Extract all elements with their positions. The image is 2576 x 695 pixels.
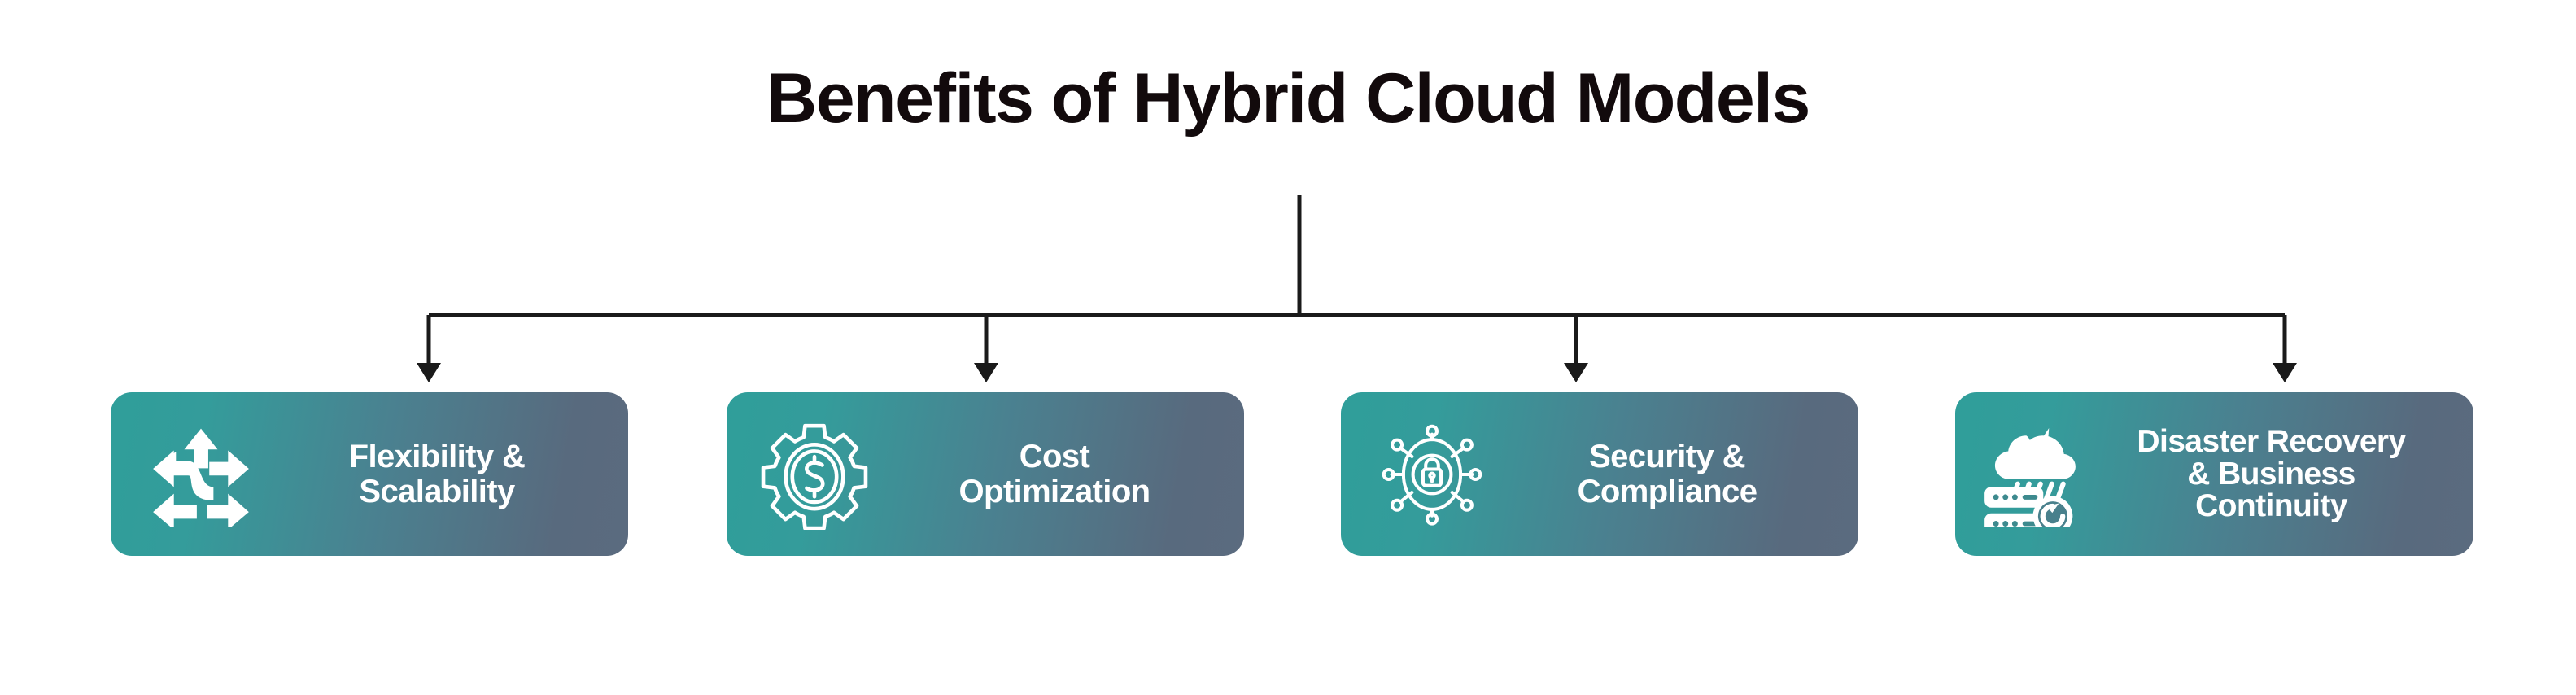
arrowhead-2 <box>974 363 998 382</box>
benefit-card-label: Disaster Recovery & Business Continuity <box>2137 423 2406 524</box>
arrowhead-4 <box>2273 363 2297 382</box>
benefit-card-label: Security & Compliance <box>1577 439 1757 509</box>
gear-dollar-icon <box>759 419 870 530</box>
benefit-card-label: Flexibility & Scalability <box>348 439 526 509</box>
storm-server-restore-icon <box>1982 422 2078 527</box>
flexible-arrows-icon <box>149 422 253 527</box>
benefit-card-flexibility[interactable]: Flexibility & Scalability <box>111 392 628 556</box>
arrowhead-1 <box>417 363 441 382</box>
benefit-card-label: Cost Optimization <box>958 439 1150 509</box>
page-title: Benefits of Hybrid Cloud Models <box>766 59 1810 138</box>
benefit-card-security[interactable]: Security & Compliance <box>1341 392 1858 556</box>
benefit-card-disaster[interactable]: Disaster Recovery & Business Continuity <box>1955 392 2473 556</box>
network-lock-icon <box>1379 422 1485 527</box>
benefit-card-cost[interactable]: Cost Optimization <box>727 392 1244 556</box>
arrowhead-3 <box>1564 363 1588 382</box>
